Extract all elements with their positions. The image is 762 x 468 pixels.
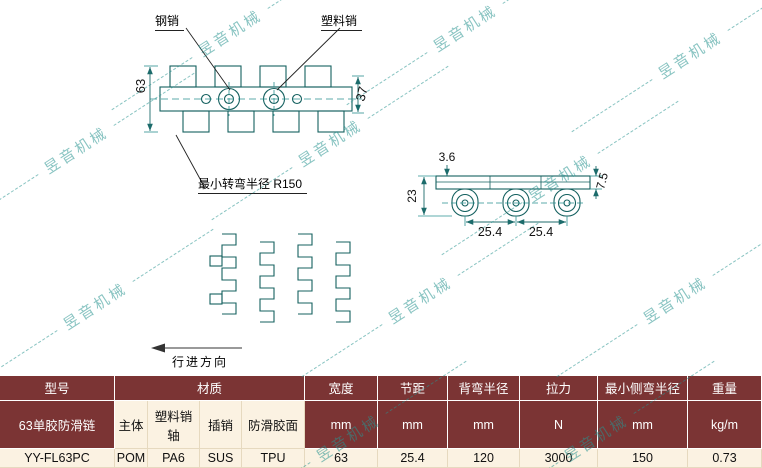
pitch-unit: mm bbox=[378, 400, 449, 450]
dim-total-height: 23 bbox=[405, 189, 419, 203]
header-min-side-bend-radius: 最小侧弯半径 bbox=[598, 376, 689, 401]
side-bend-unit: mm bbox=[598, 400, 689, 450]
material-plastic-pin-shaft-label: 塑料销轴 bbox=[148, 400, 200, 450]
header-weight: 重量 bbox=[688, 376, 762, 401]
dimension-pitch: 25.4 25.4 bbox=[464, 216, 568, 239]
header-tension: 拉力 bbox=[520, 376, 599, 401]
header-model: 型号 bbox=[0, 376, 115, 401]
pin-material-value: SUS bbox=[200, 449, 242, 468]
chain-technical-drawing: 63 37 bbox=[133, 27, 611, 353]
dimension-37: 37 bbox=[352, 75, 371, 114]
width-unit: mm bbox=[305, 400, 379, 450]
model-value: YY-FL63PC bbox=[0, 449, 115, 468]
travel-direction-label: 行进方向 bbox=[172, 355, 229, 369]
width-value: 63 bbox=[305, 449, 379, 468]
plastic-pin-label: 塑料销 bbox=[321, 12, 363, 31]
weight-value: 0.73 bbox=[688, 449, 762, 468]
travel-direction-arrow bbox=[151, 343, 242, 353]
spec-table: 型号 材质 宽度 节距 背弯半径 拉力 最小侧弯半径 重量 63单胶防滑链 主体… bbox=[0, 376, 762, 468]
steel-pin-label: 钢销 bbox=[155, 12, 185, 31]
header-width: 宽度 bbox=[305, 376, 379, 401]
dimension-3-6: 3.6 bbox=[439, 150, 456, 176]
dimension-23: 23 bbox=[405, 175, 452, 217]
tension-unit: N bbox=[520, 400, 599, 450]
dimension-63: 63 bbox=[133, 65, 158, 133]
dim-pitch-left: 25.4 bbox=[478, 225, 502, 239]
top-view-drawing bbox=[150, 65, 362, 133]
series-name: 63单胶防滑链 bbox=[0, 400, 115, 450]
material-antislip-surface-label: 防滑胶面 bbox=[242, 400, 306, 450]
side-view-drawing bbox=[435, 175, 591, 217]
dim-surface-thickness: 3.6 bbox=[439, 150, 456, 164]
dimension-7-5: 7.5 bbox=[590, 166, 611, 199]
spec-data-row: YY-FL63PC POM PA6 SUS TPU 63 25.4 120 30… bbox=[0, 449, 762, 468]
pitch-value: 25.4 bbox=[378, 449, 449, 468]
back-bend-radius-value: 120 bbox=[448, 449, 521, 468]
header-back-bend-radius: 背弯半径 bbox=[448, 376, 521, 401]
spec-header-row: 型号 材质 宽度 节距 背弯半径 拉力 最小侧弯半径 重量 bbox=[0, 376, 762, 401]
dim-chain-width: 63 bbox=[133, 79, 148, 93]
tension-value: 3000 bbox=[520, 449, 599, 468]
material-body-label: 主体 bbox=[115, 400, 148, 450]
back-bend-unit: mm bbox=[448, 400, 521, 450]
dim-inner-width: 37 bbox=[353, 85, 371, 103]
header-pitch: 节距 bbox=[378, 376, 449, 401]
header-material: 材质 bbox=[115, 376, 306, 401]
min-turn-radius-label: 最小转弯半径 R150 bbox=[198, 175, 308, 194]
antislip-surface-material-value: TPU bbox=[242, 449, 306, 468]
label-leader-lines bbox=[175, 27, 341, 189]
spec-subheader-row: 63单胶防滑链 主体 塑料销轴 插销 防滑胶面 mm mm mm N mm kg… bbox=[0, 400, 762, 450]
min-side-bend-radius-value: 150 bbox=[598, 449, 689, 468]
dim-plate-thickness: 7.5 bbox=[593, 171, 611, 191]
plastic-pin-shaft-material-value: PA6 bbox=[148, 449, 200, 468]
dim-pitch-right: 25.4 bbox=[529, 225, 553, 239]
bottom-view-drawing bbox=[209, 233, 351, 323]
weight-unit: kg/m bbox=[688, 400, 762, 450]
body-material-value: POM bbox=[115, 449, 148, 468]
material-pin-label: 插销 bbox=[200, 400, 242, 450]
